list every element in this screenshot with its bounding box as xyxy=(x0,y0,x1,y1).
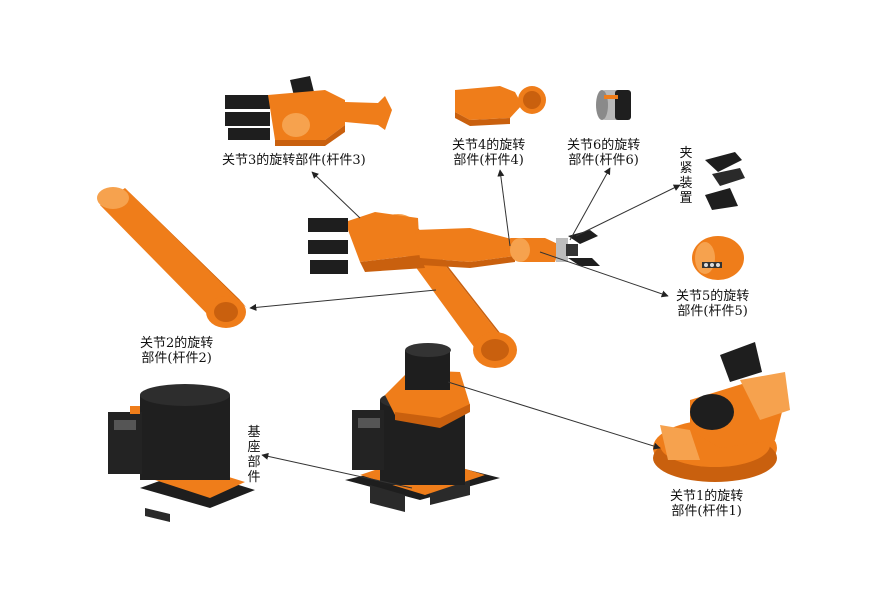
label-joint4: 关节4的旋转 部件(杆件4) xyxy=(452,138,526,168)
link1-part xyxy=(653,342,790,482)
gripper-part xyxy=(705,152,745,210)
label-joint6: 关节6的旋转 部件(杆件6) xyxy=(567,138,641,168)
leader-lines xyxy=(249,167,681,489)
base-part xyxy=(108,384,255,522)
label-joint2: 关节2的旋转 部件(杆件2) xyxy=(140,336,214,366)
link5-part xyxy=(692,236,744,280)
label-joint1: 关节1的旋转 部件(杆件1) xyxy=(670,489,744,519)
link3-part xyxy=(225,76,392,146)
link4-part xyxy=(455,86,546,126)
label-base: 基座部件 xyxy=(247,425,261,485)
label-joint5: 关节5的旋转 部件(杆件5) xyxy=(676,289,750,319)
label-gripper: 夹紧装置 xyxy=(679,146,693,206)
link2-part xyxy=(97,187,247,328)
assembled-robot xyxy=(308,212,600,512)
link6-part xyxy=(596,90,631,120)
label-joint3: 关节3的旋转部件(杆件3) xyxy=(222,153,366,168)
